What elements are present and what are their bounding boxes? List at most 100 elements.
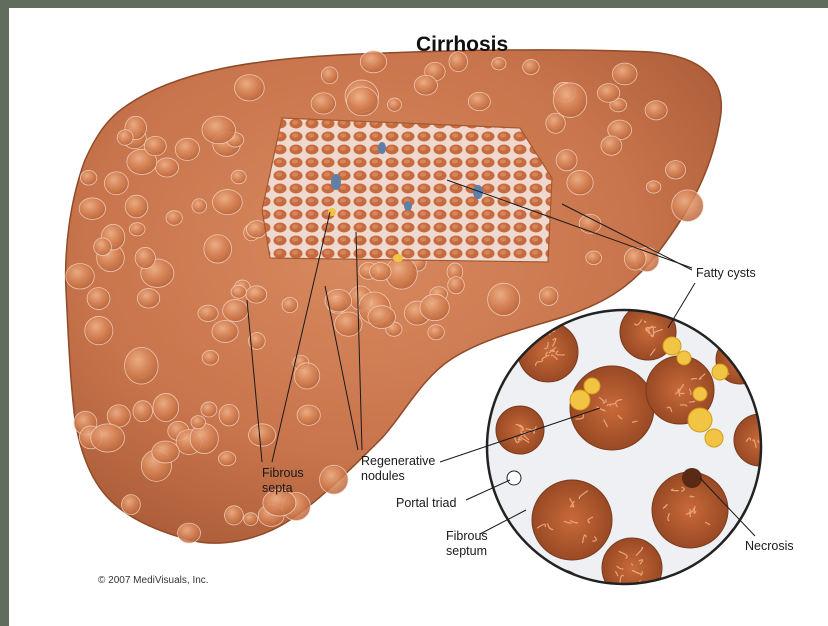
- necrosis-area: [682, 468, 702, 488]
- nodule-texture: [556, 578, 560, 580]
- surface-nodule: [202, 116, 235, 144]
- surface-nodule: [523, 60, 540, 75]
- nodule-texture: [773, 439, 775, 441]
- surface-nodule: [492, 58, 506, 70]
- nodule-texture: [690, 496, 694, 497]
- surface-nodule: [175, 138, 199, 160]
- label-fibrous-septum: Fibrous septum: [446, 529, 488, 559]
- fatty-cyst: [712, 364, 728, 380]
- surface-nodule: [672, 190, 704, 222]
- surface-nodule: [235, 75, 265, 101]
- label-fatty-cysts: Fatty cysts: [696, 266, 756, 281]
- surface-nodule: [79, 198, 105, 220]
- surface-nodule: [320, 465, 349, 494]
- fatty-cyst: [693, 387, 707, 401]
- nodule-texture: [739, 351, 744, 358]
- surface-nodule: [87, 288, 110, 310]
- fatty-cyst: [688, 408, 712, 432]
- surface-nodule: [144, 136, 166, 155]
- nodule-texture: [763, 429, 766, 433]
- nodule-texture: [769, 435, 773, 443]
- surface-nodule: [219, 404, 239, 426]
- surface-nodule: [223, 300, 248, 322]
- surface-nodule: [156, 158, 179, 177]
- surface-nodule: [246, 286, 267, 303]
- surface-nodule: [414, 75, 437, 95]
- surface-nodule: [122, 495, 141, 515]
- fatty-cyst: [677, 351, 691, 365]
- nodule-texture: [742, 363, 746, 370]
- surface-nodule: [612, 63, 637, 85]
- surface-nodule: [297, 405, 320, 425]
- nodule-texture: [740, 360, 743, 363]
- surface-nodule: [212, 190, 242, 215]
- surface-nodule: [212, 321, 238, 343]
- nodule-texture: [553, 585, 556, 587]
- surface-nodule: [166, 211, 182, 226]
- surface-nodule: [201, 402, 217, 417]
- surface-nodule: [204, 235, 232, 263]
- nodule-texture: [559, 587, 562, 593]
- surface-nodule: [244, 513, 258, 526]
- surface-nodule: [321, 67, 338, 84]
- surface-nodule: [94, 238, 112, 256]
- nodule-texture: [766, 439, 772, 443]
- surface-nodule: [125, 347, 159, 384]
- surface-nodule: [553, 83, 586, 118]
- surface-nodule: [428, 325, 444, 340]
- regenerative-nodule: [496, 406, 544, 454]
- surface-nodule: [597, 84, 619, 103]
- fatty-cyst: [570, 390, 590, 410]
- nodule-texture: [750, 352, 755, 359]
- regenerative-nodule: [532, 480, 612, 560]
- copyright-notice: © 2007 MediVisuals, Inc.: [98, 575, 209, 586]
- surface-nodule: [231, 170, 246, 184]
- surface-nodule: [624, 248, 646, 270]
- surface-nodule: [556, 150, 577, 171]
- nodule-texture: [558, 592, 560, 595]
- surface-nodule: [225, 506, 244, 525]
- surface-nodule: [488, 283, 520, 315]
- surface-nodule: [370, 262, 392, 280]
- surface-nodule: [231, 285, 246, 298]
- surface-nodule: [85, 316, 113, 344]
- surface-nodule: [202, 350, 218, 365]
- surface-nodule: [311, 93, 335, 114]
- surface-nodule: [282, 297, 298, 312]
- surface-nodule: [133, 401, 153, 422]
- surface-nodule: [586, 251, 602, 265]
- surface-nodule: [129, 223, 145, 236]
- nodule-texture: [559, 586, 561, 590]
- fatty-cyst: [584, 378, 600, 394]
- surface-nodule: [137, 289, 159, 308]
- surface-nodule: [468, 92, 490, 110]
- surface-nodule: [448, 277, 465, 294]
- fatty-cyst: [705, 429, 723, 447]
- surface-nodule: [125, 195, 148, 218]
- nodule-texture: [569, 593, 577, 599]
- surface-nodule: [178, 523, 201, 543]
- nodule-texture: [732, 359, 738, 361]
- surface-nodule: [198, 305, 218, 321]
- surface-nodule: [601, 136, 622, 155]
- surface-nodule: [420, 294, 449, 320]
- fatty-cyst: [663, 337, 681, 355]
- surface-nodule: [152, 441, 179, 463]
- nodule-texture: [738, 351, 747, 359]
- surface-nodule: [104, 172, 128, 195]
- surface-nodule: [135, 247, 155, 268]
- surface-nodule: [387, 98, 401, 111]
- nodule-texture: [552, 590, 558, 597]
- surface-nodule: [579, 214, 601, 233]
- cut-section: [262, 118, 552, 262]
- surface-nodule: [248, 424, 275, 446]
- surface-nodule: [546, 113, 565, 133]
- nodule-texture: [735, 349, 739, 352]
- surface-nodule: [294, 363, 320, 389]
- surface-nodule: [360, 51, 386, 73]
- surface-nodule: [218, 452, 235, 466]
- surface-nodule: [646, 181, 660, 193]
- nodule-texture: [764, 450, 768, 457]
- label-regenerative-nodules: Regenerative nodules: [361, 454, 435, 484]
